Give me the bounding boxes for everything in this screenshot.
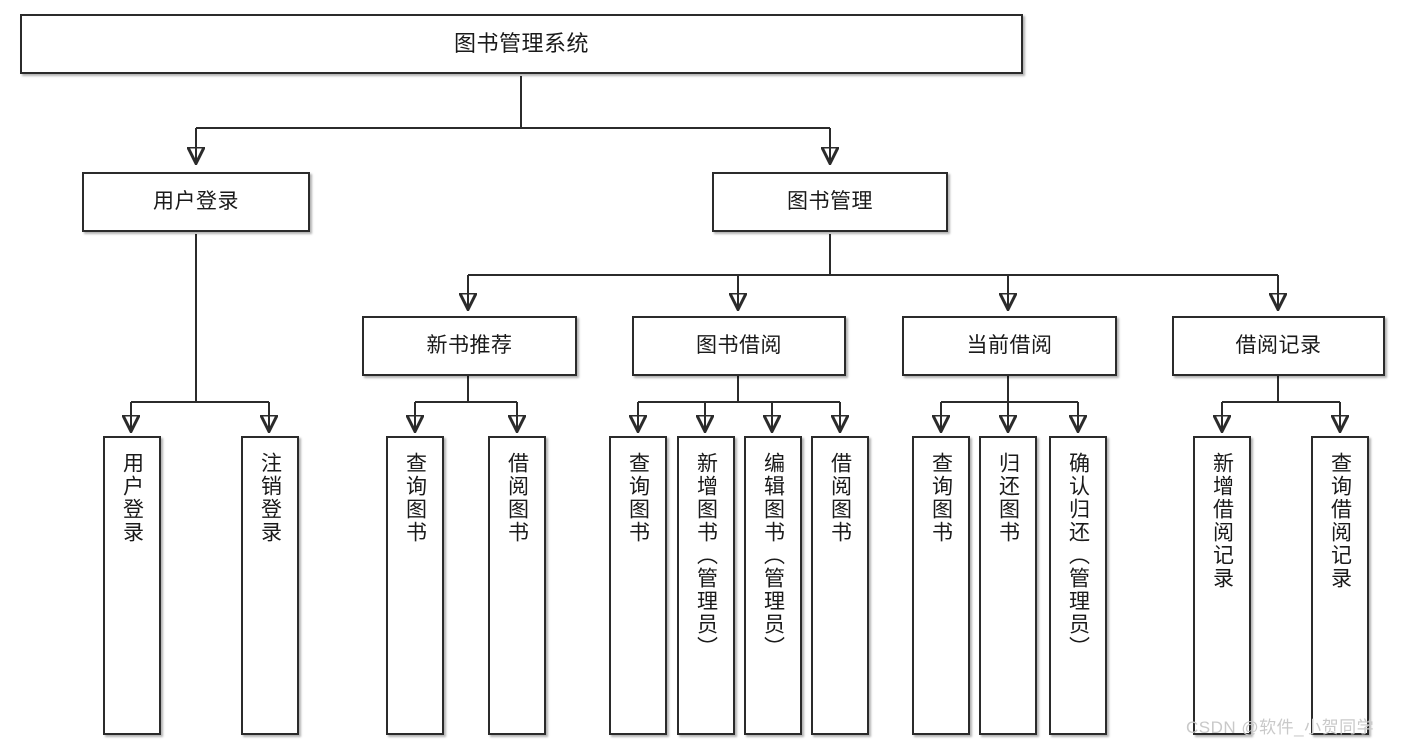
node-label: 查询图书 [626,452,650,544]
node-label: 借阅图书 [505,452,529,544]
leaf-confirm-return-admin[interactable]: 确认归还（管理员） [1049,436,1107,735]
node-label: 新增借阅记录 [1210,452,1234,590]
leaf-add-book-admin[interactable]: 新增图书（管理员） [677,436,735,735]
node-current-borrow[interactable]: 当前借阅 [902,316,1117,376]
node-label: 确认归还（管理员） [1066,452,1090,659]
node-label: 用户登录 [153,189,239,213]
node-label: 当前借阅 [966,333,1053,357]
node-label: 查询借阅记录 [1328,452,1352,590]
node-borrow-record[interactable]: 借阅记录 [1172,316,1385,376]
node-label: 查询图书 [403,452,427,544]
node-label: 借阅记录 [1235,333,1322,357]
leaf-borrow-book[interactable]: 借阅图书 [811,436,869,735]
leaf-query-book-new[interactable]: 查询图书 [386,436,444,735]
node-label: 图书管理 [787,189,873,213]
leaf-query-book-current[interactable]: 查询图书 [912,436,970,735]
node-label: 图书管理系统 [453,31,589,57]
node-label: 查询图书 [929,452,953,544]
leaf-logout-login[interactable]: 注销登录 [241,436,299,735]
leaf-query-borrow-record[interactable]: 查询借阅记录 [1311,436,1369,735]
node-new-book-recommend[interactable]: 新书推荐 [362,316,577,376]
leaf-query-book-borrow[interactable]: 查询图书 [609,436,667,735]
node-label: 图书借阅 [696,333,782,357]
csdn-watermark: CSDN @软件_小贺同学 [1186,718,1375,737]
leaf-add-borrow-record[interactable]: 新增借阅记录 [1193,436,1251,735]
node-label: 归还图书 [996,452,1020,544]
node-label: 新书推荐 [426,333,513,357]
node-label: 借阅图书 [828,452,852,544]
node-label: 用户登录 [120,452,144,544]
node-label: 编辑图书（管理员） [761,452,785,659]
leaf-edit-book-admin[interactable]: 编辑图书（管理员） [744,436,802,735]
node-label: 新增图书（管理员） [694,452,718,659]
leaf-user-login[interactable]: 用户登录 [103,436,161,735]
leaf-borrow-book-new[interactable]: 借阅图书 [488,436,546,735]
node-label: 注销登录 [258,452,282,544]
node-root-system[interactable]: 图书管理系统 [20,14,1023,74]
leaf-return-book[interactable]: 归还图书 [979,436,1037,735]
node-book-manage[interactable]: 图书管理 [712,172,948,232]
node-book-borrow[interactable]: 图书借阅 [632,316,846,376]
node-user-login[interactable]: 用户登录 [82,172,310,232]
